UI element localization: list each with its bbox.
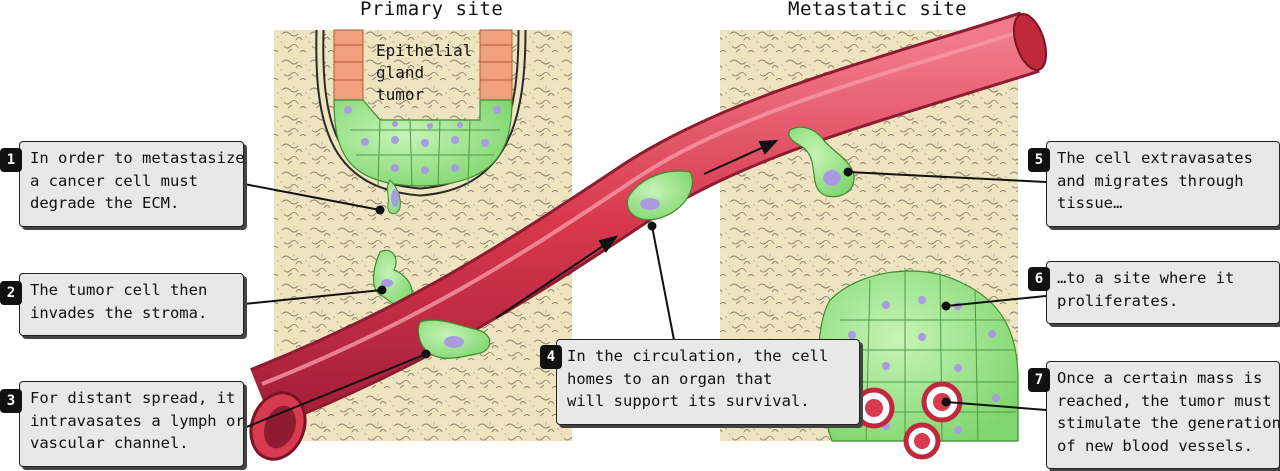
callout-line: homes to an organ that	[567, 369, 773, 388]
callout-line: tissue…	[1057, 194, 1123, 212]
step-1-callout: In order to metastasize, a cancer cell m…	[19, 141, 244, 227]
callout-line: The cell extravasates	[1057, 149, 1253, 167]
epithelial-gland	[315, 29, 527, 215]
metastatic-tumor-mass	[818, 268, 1019, 460]
extravasating-cell	[788, 126, 855, 198]
step-1-badge: 1	[0, 148, 22, 172]
label-line: Epithelial	[376, 41, 473, 60]
callout-line: intravasates a lymph or	[30, 411, 244, 430]
callout-line: of new blood vessels.	[1057, 436, 1253, 455]
primary-site-title: Primary site	[360, 0, 504, 20]
callout-line: In the circulation, the cell	[567, 347, 829, 365]
callout-line: proliferates.	[1057, 291, 1179, 310]
step-7-callout: Once a certain mass is reached, the tumo…	[1046, 361, 1280, 469]
callout-line: …to a site where it	[1057, 269, 1235, 287]
flow-arrows	[495, 139, 779, 319]
step-4-badge: 4	[540, 345, 562, 369]
callout-line: The tumor cell then	[30, 281, 208, 299]
circulating-cell	[626, 170, 694, 221]
epithelial-gland-label: Epithelial gland tumor	[376, 40, 472, 106]
step-2-badge: 2	[0, 281, 22, 305]
step-5-callout: The cell extravasates and migrates throu…	[1046, 141, 1280, 227]
callout-line: In order to metastasize,	[30, 149, 244, 167]
step-6-callout: …to a site where it proliferates.	[1046, 261, 1280, 324]
step-3-badge: 3	[0, 389, 22, 413]
step-5-badge: 5	[1028, 148, 1050, 172]
callout-line: invades the stroma.	[30, 303, 208, 322]
step-6-badge: 6	[1028, 267, 1050, 291]
callout-line: Once a certain mass is	[1057, 369, 1263, 387]
step-7-badge: 7	[1028, 368, 1050, 392]
callout-line: For distant spread, it	[30, 389, 236, 407]
callout-line: will support its survival.	[567, 392, 810, 410]
leader-lines	[243, 167, 1047, 429]
callout-line: vascular channel.	[30, 434, 189, 452]
metastatic-site-title: Metastatic site	[788, 0, 968, 20]
callout-line: stimulate the generation	[1057, 414, 1280, 432]
callout-line: degrade the ECM.	[30, 194, 180, 212]
step-2-callout: The tumor cell then invades the stroma.	[19, 273, 244, 336]
callout-line: and migrates through	[1057, 171, 1244, 190]
intravasating-cell	[417, 319, 491, 359]
step-4-callout: In the circulation, the cell homes to an…	[556, 339, 860, 425]
label-line: gland	[376, 63, 425, 82]
label-line: tumor	[376, 85, 425, 104]
callout-line: reached, the tumor must	[1057, 391, 1272, 410]
step-3-callout: For distant spread, it intravasates a ly…	[19, 381, 244, 467]
callout-line: a cancer cell must	[30, 171, 198, 190]
